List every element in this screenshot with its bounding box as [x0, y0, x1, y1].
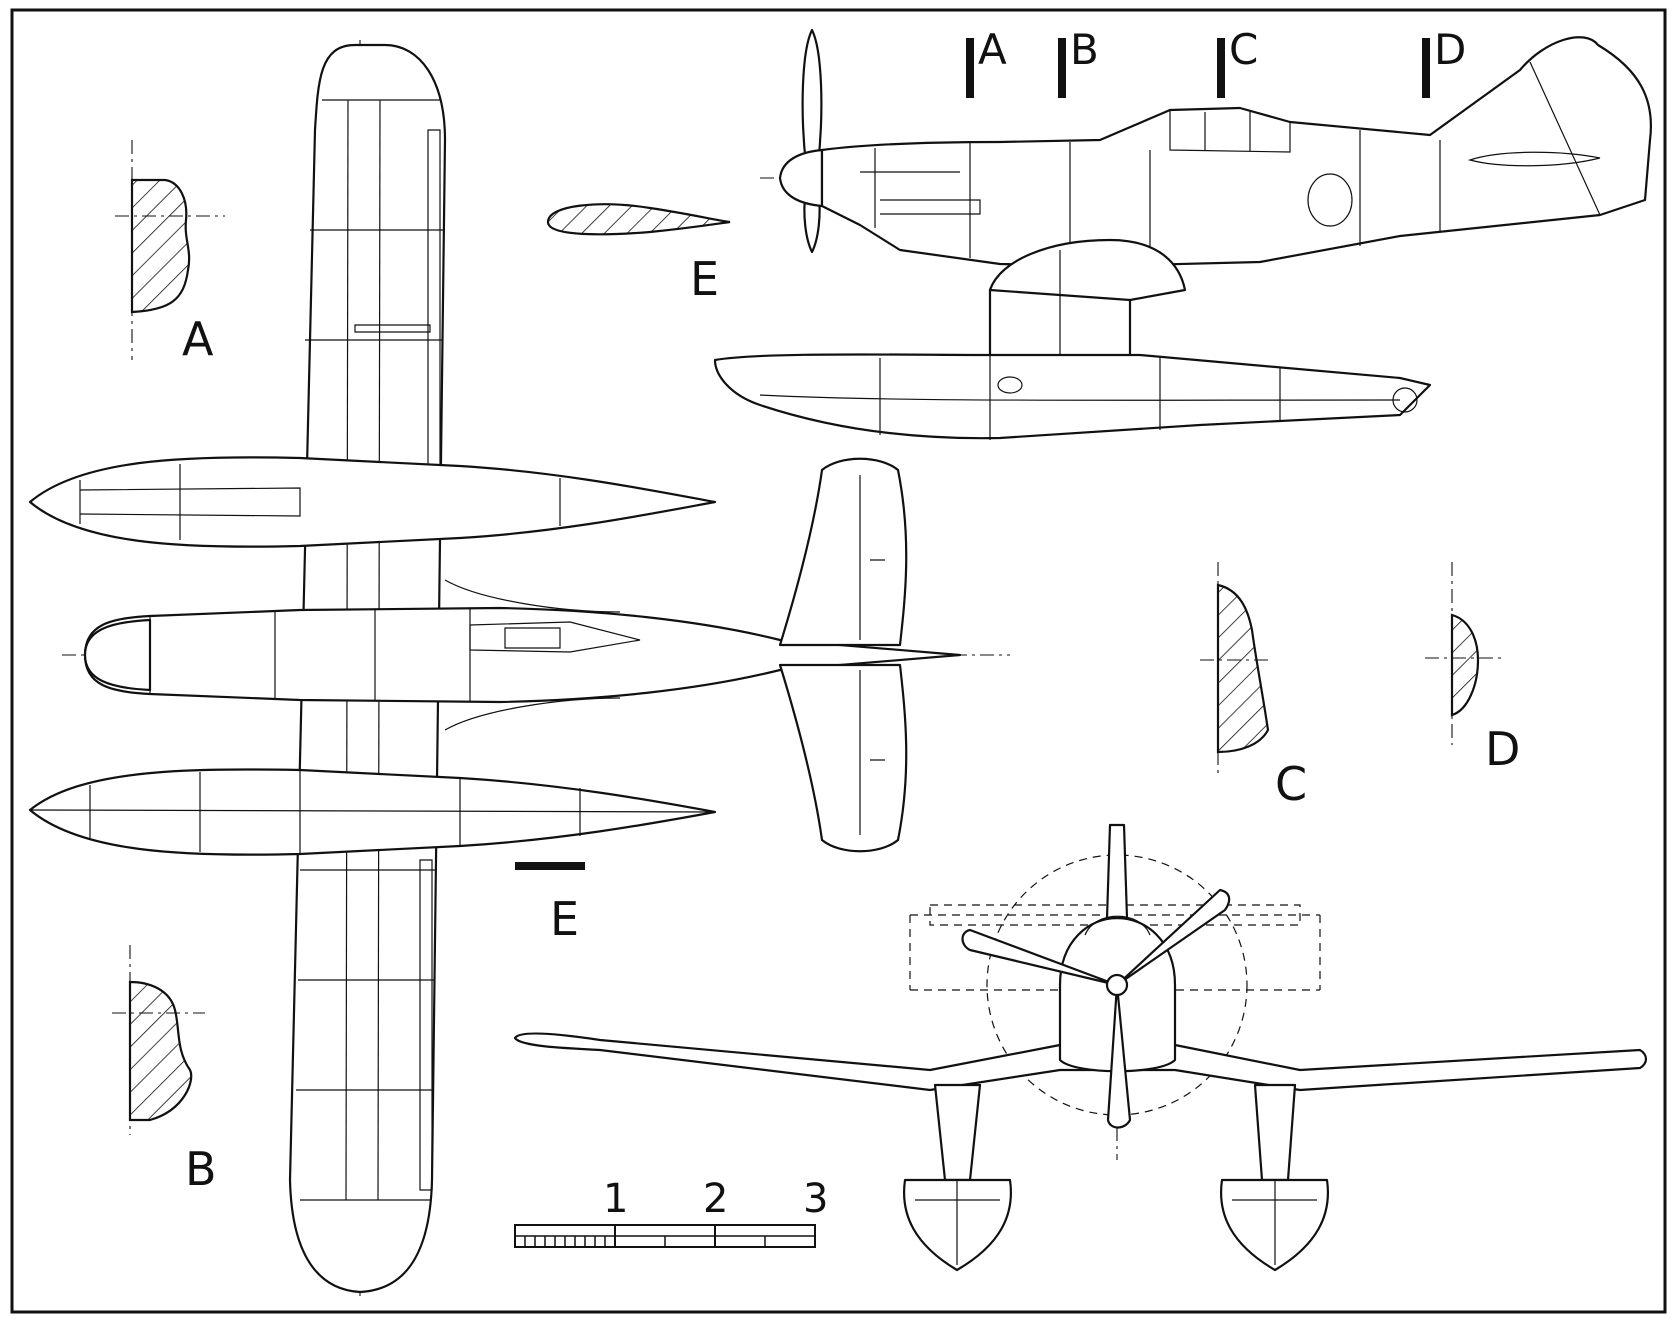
side-float — [713, 353, 1432, 440]
section-b-label: B — [185, 1142, 217, 1196]
top-float-upper — [28, 456, 717, 548]
scale-bar — [514, 1224, 816, 1248]
front-view — [513, 823, 1648, 1272]
section-c-label: C — [1275, 757, 1307, 811]
section-c — [1200, 562, 1270, 775]
profile-marker-d: D — [1434, 25, 1466, 74]
sheet-border — [10, 8, 1667, 1314]
section-b — [112, 945, 205, 1135]
section-d-label: D — [1485, 722, 1520, 776]
profile-marker-a: A — [978, 25, 1007, 74]
section-d — [1425, 562, 1505, 745]
top-view — [28, 40, 1010, 1300]
scale-tick-1: 1 — [603, 1176, 628, 1222]
section-e — [546, 203, 731, 236]
section-e-cut-label: E — [550, 892, 579, 946]
section-e-label: E — [690, 252, 719, 306]
section-e-cut-marker — [515, 862, 585, 870]
side-view — [713, 28, 1652, 440]
scale-tick-3: 3 — [803, 1176, 828, 1222]
section-a-label: A — [182, 312, 214, 366]
profile-marker-c: C — [1229, 25, 1258, 74]
scale-tick-2: 2 — [703, 1176, 728, 1222]
section-a — [115, 140, 225, 360]
top-tailplane — [778, 457, 908, 647]
profile-marker-b: B — [1070, 25, 1099, 74]
